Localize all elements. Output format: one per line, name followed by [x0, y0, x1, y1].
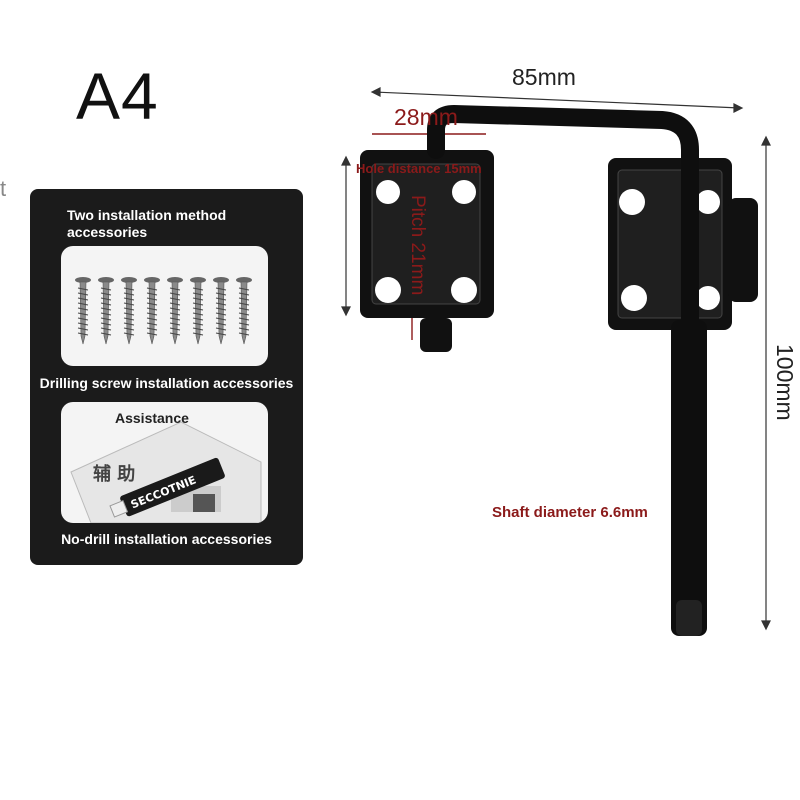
packet-text: 辅 助 — [93, 463, 135, 485]
screw-icon — [167, 277, 183, 345]
cropped-text: t — [0, 176, 7, 201]
inner-width-dimension: 28mm — [394, 104, 458, 130]
screw-icon — [98, 277, 114, 345]
adhesive-accessories-card: 辅 助 SECCOTNIE Assistance — [61, 402, 268, 523]
screw-accessories-card — [61, 246, 268, 366]
shaft-diameter-label: Shaft diameter 6.6mm — [492, 504, 648, 521]
screws-icon — [75, 277, 252, 345]
screw-icon — [236, 277, 252, 345]
dimension-lines — [341, 87, 771, 631]
accessories-panel: Two installation method accessories Dril… — [30, 189, 303, 565]
assistance-label: Assistance — [115, 410, 189, 426]
no-drill-accessories-caption: No-drill installation accessories — [61, 531, 272, 547]
adhesive-tube-icon: 辅 助 SECCOTNIE — [70, 421, 262, 523]
length-dimension: 100mm — [772, 344, 798, 421]
screw-icon — [190, 277, 206, 345]
left-bracket — [360, 150, 494, 352]
screw-icon — [75, 277, 91, 345]
pitch-dimension: Pitch 21mm — [407, 195, 428, 296]
screw-icon — [213, 277, 229, 345]
variant-label: A4 — [76, 59, 159, 133]
hole-distance-label: Hole distance 15mm — [356, 161, 482, 176]
accessories-title: Two installation method accessories — [67, 207, 227, 240]
screw-icon — [121, 277, 137, 345]
drilling-accessories-caption: Drilling screw installation accessories — [39, 375, 294, 391]
latch-rod — [427, 104, 707, 636]
width-dimension: 85mm — [512, 64, 576, 90]
screw-icon — [144, 277, 160, 345]
